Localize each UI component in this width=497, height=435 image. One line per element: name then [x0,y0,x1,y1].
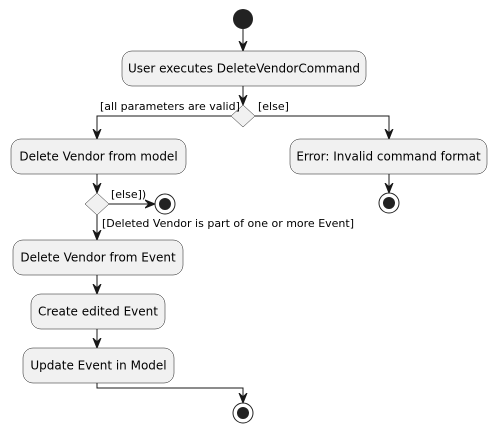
flow-else-to-error [255,115,389,138]
guard-params-valid: [all parameters are valid] [100,100,240,113]
guard-vendor-else: [else]) [111,188,146,201]
activity-update-event-label: Update Event in Model [30,359,166,373]
guard-vendor-in-event: [Deleted Vendor is part of one or more E… [102,217,354,230]
activity-execute-label: User executes DeleteVendorCommand [128,62,360,76]
start-node [233,9,253,29]
flow-update-event-to-end [96,383,243,402]
activity-execute: User executes DeleteVendorCommand [121,50,367,87]
activity-error: Error: Invalid command format [289,138,488,175]
activity-delete-model: Delete Vendor from model [10,138,187,175]
end-node-error [378,192,400,214]
activity-error-label: Error: Invalid command format [296,150,481,164]
activity-create-event: Create edited Event [30,293,166,330]
activity-delete-event-label: Delete Vendor from Event [20,251,176,265]
activity-delete-model-label: Delete Vendor from model [19,150,177,164]
end-node-vendor-else [154,193,176,215]
activity-create-event-label: Create edited Event [38,305,158,319]
activity-delete-event: Delete Vendor from Event [12,239,184,276]
decision-params-valid [230,104,256,128]
guard-params-else: [else] [258,100,289,113]
decision-vendor-in-event [84,192,110,216]
end-node-final [232,402,254,424]
activity-update-event: Update Event in Model [22,347,175,384]
flow-valid-to-delete-model [97,115,231,138]
